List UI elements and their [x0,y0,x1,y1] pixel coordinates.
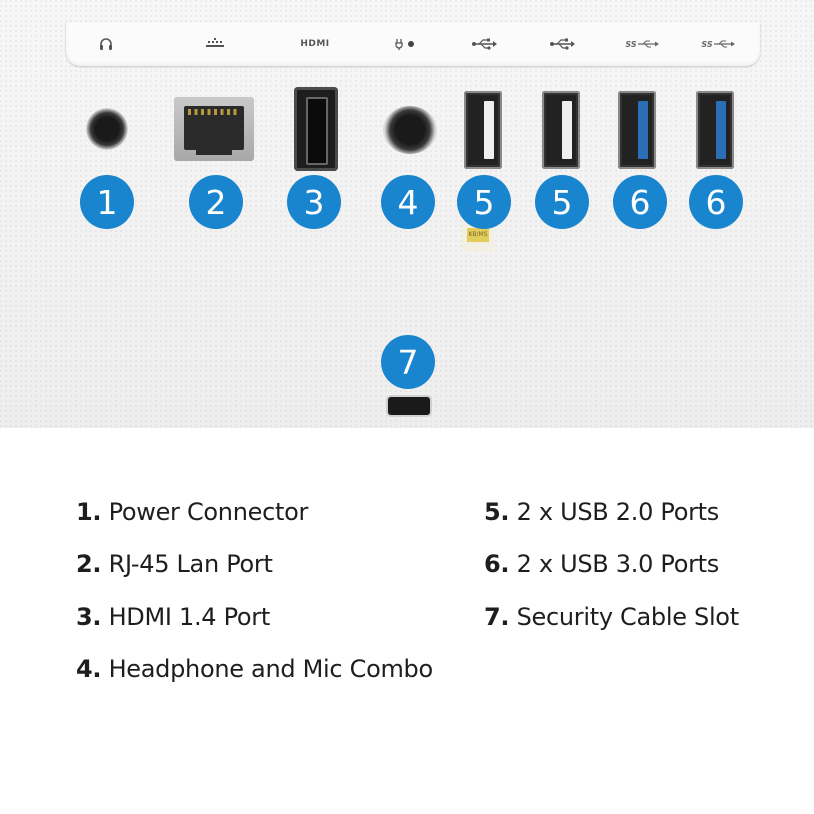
usb3-port [618,91,656,169]
usb3-tongue [638,101,648,159]
rear-io-panel-photo: HDMI SS SS KB/MS 1 2 3 4 5 5 6 6 7 [0,0,814,428]
legend-item: 2. RJ-45 Lan Port [76,550,273,578]
legend-text: Power Connector [108,498,309,526]
badge-5: 5 [535,175,589,229]
badge-6: 6 [689,175,743,229]
lan-icon [203,34,227,54]
headphone-icon [96,34,116,54]
usb3-tongue [716,101,726,159]
badge-3: 3 [287,175,341,229]
audio-jack [86,108,128,150]
usb-icon [470,34,498,54]
sticker-tag: KB/MS [467,228,489,242]
legend-text: RJ-45 Lan Port [108,550,273,578]
port-sticker: KB/MS [462,222,494,252]
legend-number: 5. [484,498,510,526]
badge-1: 1 [80,175,134,229]
usb-icon [548,34,576,54]
hdmi-slot [306,97,328,165]
usb2-port [464,91,502,169]
power-dc-icon [390,34,420,54]
hdmi-label: HDMI [300,39,330,49]
legend-item: 3. HDMI 1.4 Port [76,603,270,631]
usb-tongue [562,101,572,159]
legend-text: Security Cable Slot [516,603,740,631]
legend-number: 4. [76,655,102,683]
usb3-port [696,91,734,169]
legend-item: 7. Security Cable Slot [484,603,739,631]
rj45-port [174,97,254,161]
legend-item: 5. 2 x USB 2.0 Ports [484,498,719,526]
legend-item: 1. Power Connector [76,498,308,526]
legend-number: 6. [484,550,510,578]
badge-4: 4 [381,175,435,229]
rj45-pins [188,109,240,115]
legend-number: 2. [76,550,102,578]
hdmi-icon: HDMI [290,34,340,54]
legend-number: 7. [484,603,510,631]
usb3-icon: SS [622,34,662,54]
legend-text: Headphone and Mic Combo [108,655,434,683]
legend-number: 1. [76,498,102,526]
usb-tongue [484,101,494,159]
dc-power-jack [383,106,437,154]
legend-text: HDMI 1.4 Port [108,603,271,631]
badge-2: 2 [189,175,243,229]
badge-5: 5 [457,175,511,229]
legend-item: 4. Headphone and Mic Combo [76,655,433,683]
badge-7: 7 [381,335,435,389]
rj45-notch [196,145,232,155]
usb3-icon: SS [698,34,738,54]
usb3-label: SS [625,39,637,49]
legend-item: 6. 2 x USB 3.0 Ports [484,550,719,578]
legend-number: 3. [76,603,102,631]
badge-6: 6 [613,175,667,229]
legend-text: 2 x USB 3.0 Ports [516,550,720,578]
legend-text: 2 x USB 2.0 Ports [516,498,720,526]
usb2-port [542,91,580,169]
usb3-label: SS [701,39,713,49]
security-cable-slot [388,397,430,415]
hdmi-port [294,87,338,171]
